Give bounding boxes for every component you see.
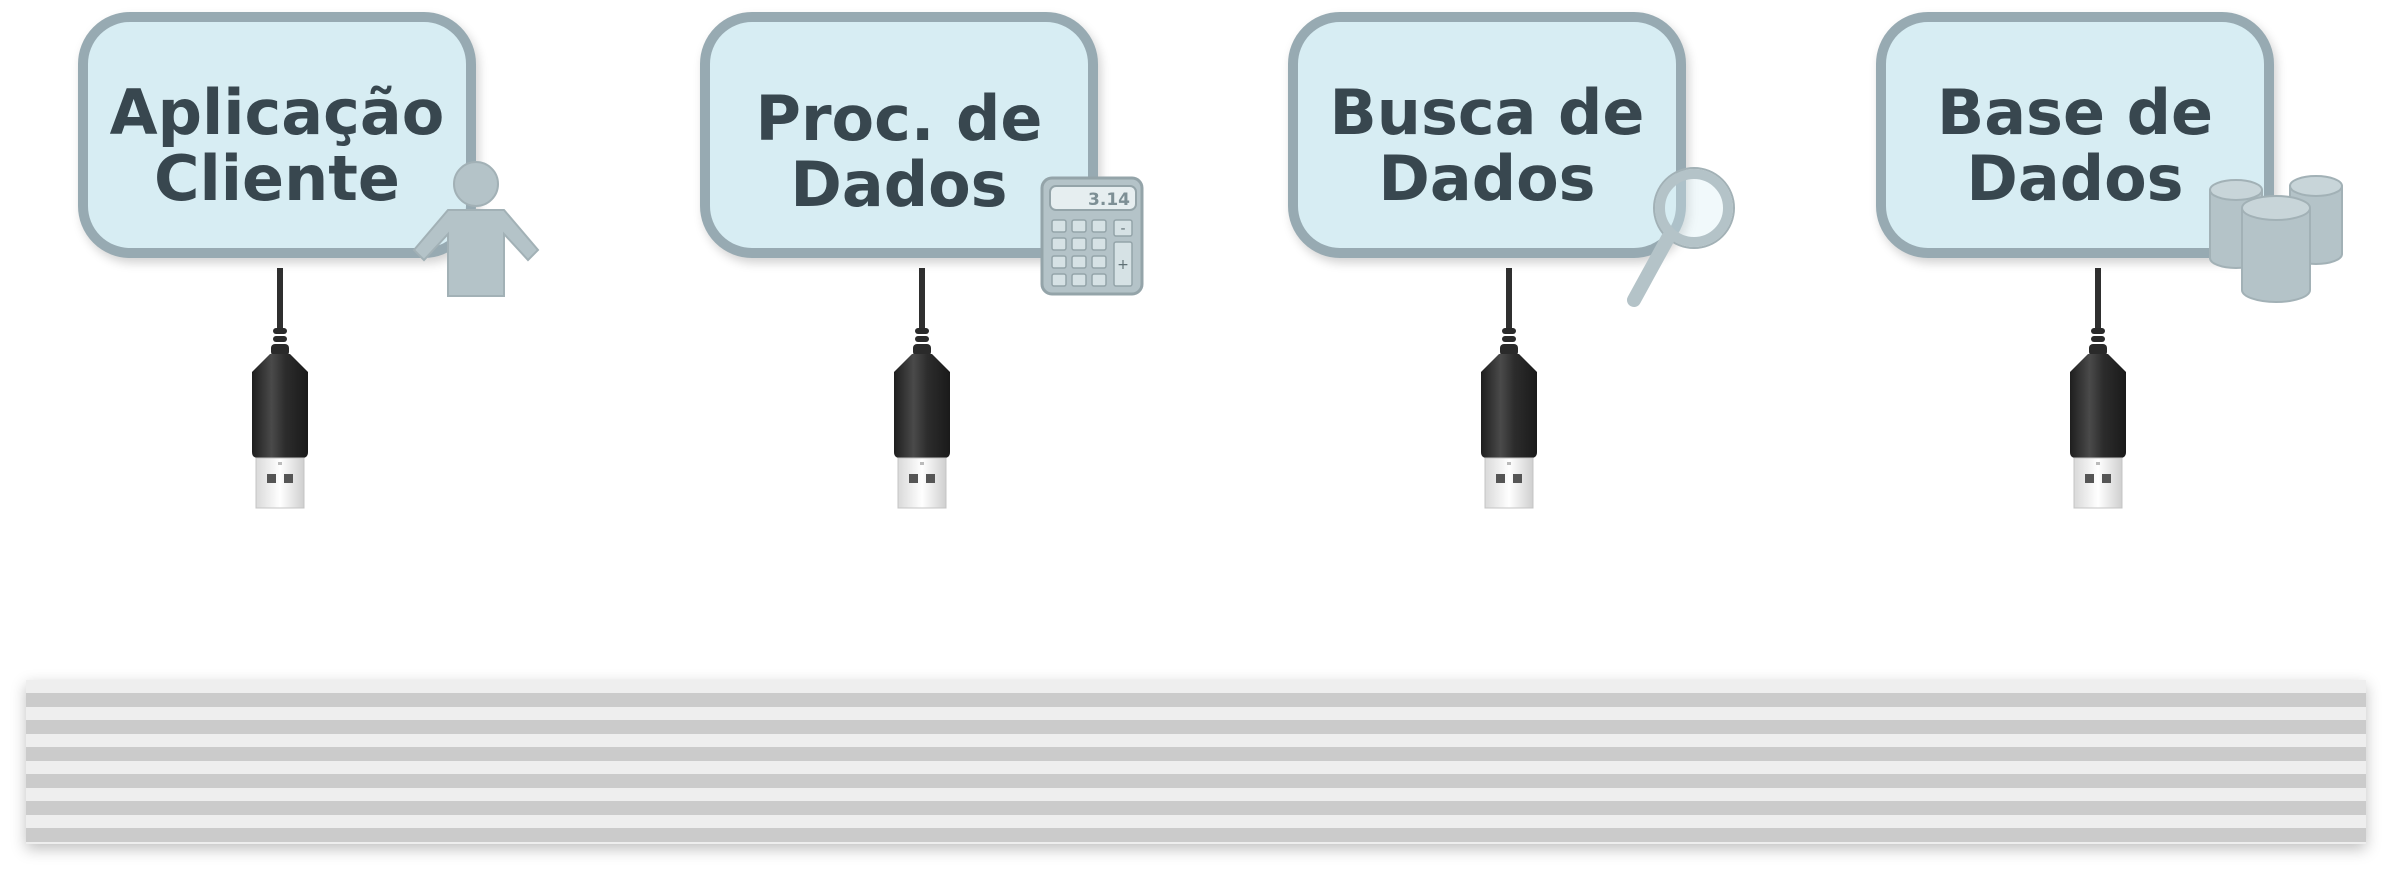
module-label: Aplicação Cliente [88, 80, 466, 212]
module-label-line-2: Dados [1966, 142, 2184, 215]
module-proc-de-dados: Proc. de Dados 3.14 - + [680, 0, 1160, 520]
module-label-line-2: Cliente [154, 142, 400, 215]
module-label-line-1: Base de [1936, 76, 2214, 149]
module-label: Busca de Dados [1298, 80, 1676, 212]
module-busca-de-dados: Busca de Dados [1266, 0, 1746, 520]
svg-text:-: - [1120, 221, 1125, 237]
module-label-line-2: Dados [790, 148, 1008, 221]
module-box: Proc. de Dados [700, 12, 1098, 258]
module-box: Base de Dados [1876, 12, 2274, 258]
module-aplicacao-cliente: Aplicação Cliente [54, 0, 540, 520]
module-label-line-2: Dados [1378, 142, 1596, 215]
calculator-icon: 3.14 - + [1040, 176, 1144, 296]
magnifier-icon [1627, 167, 1735, 307]
person-icon [412, 161, 540, 297]
module-label-line-1: Busca de [1329, 76, 1645, 149]
module-base-de-dados: Base de Dados [1854, 0, 2343, 520]
svg-text:+: + [1117, 257, 1129, 273]
bus-bar [26, 680, 2366, 844]
module-label: Proc. de Dados [710, 86, 1088, 218]
module-label: Base de Dados [1886, 80, 2264, 212]
calculator-display: 3.14 [1088, 190, 1130, 210]
module-label-line-1: Proc. de [755, 82, 1043, 155]
module-label-line-1: Aplicação [109, 76, 445, 149]
module-box: Aplicação Cliente [78, 12, 476, 258]
module-box: Busca de Dados [1288, 12, 1686, 258]
database-icon [2209, 175, 2343, 303]
